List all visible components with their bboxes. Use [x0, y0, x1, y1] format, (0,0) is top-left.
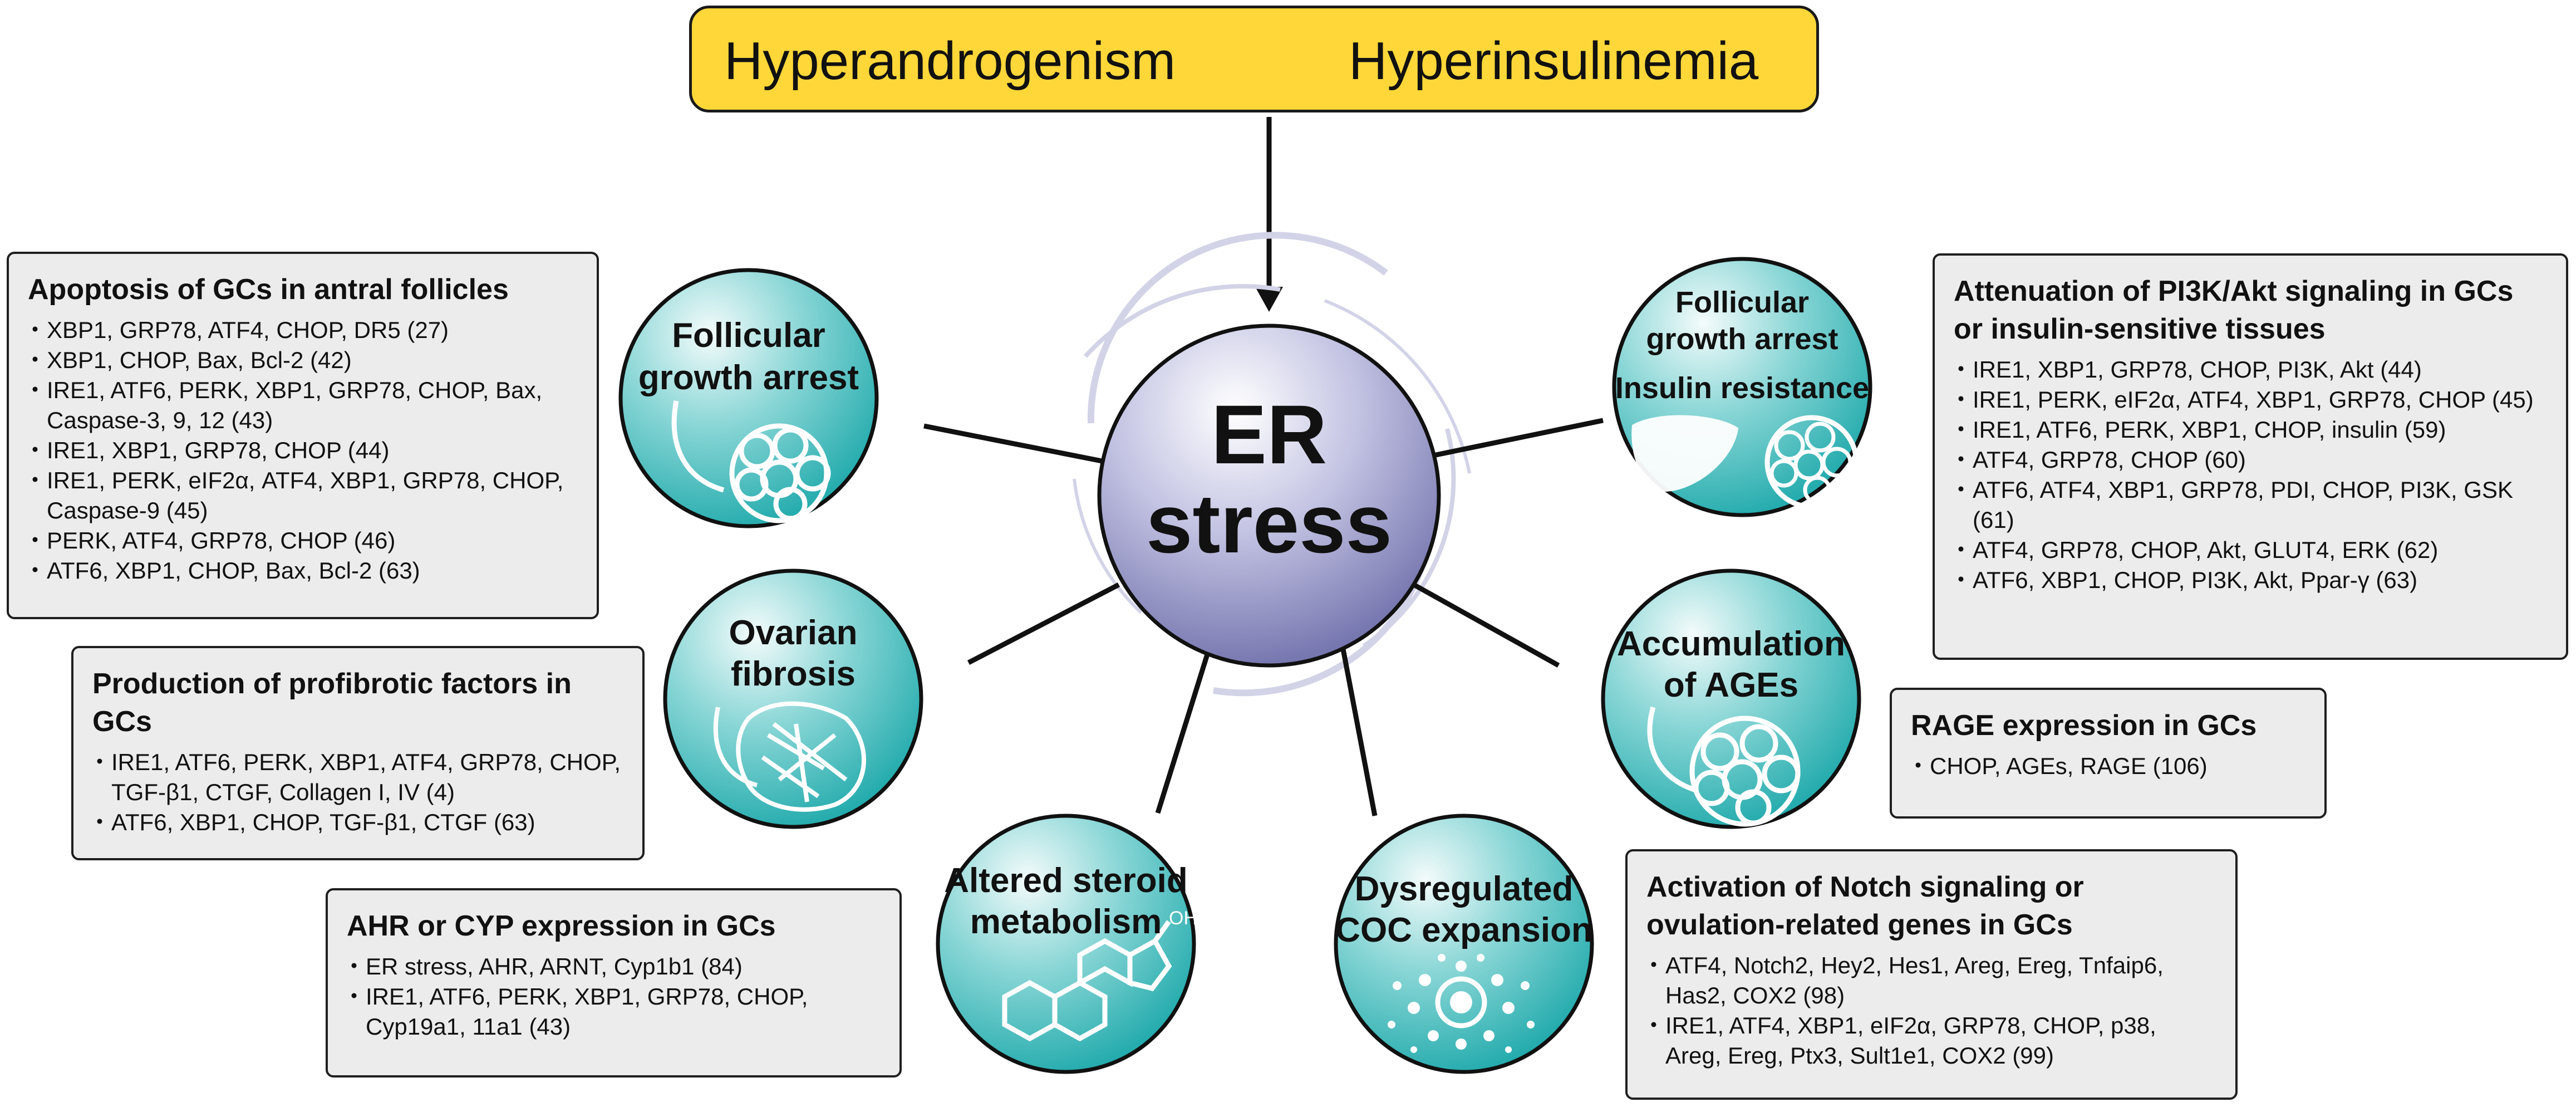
- node-ovarian-fibrosis-circle: [663, 569, 923, 829]
- notch-box: Activation of Notch signaling or ovulati…: [1625, 849, 2238, 1100]
- node-metabolism-text: metabolism: [970, 903, 1162, 941]
- list-item: IRE1, XBP1, GRP78, CHOP, PI3K, Akt (44): [1949, 355, 2547, 385]
- list-item: CHOP, AGEs, RAGE (106): [1906, 751, 2305, 781]
- list-item: ATF4, Notch2, Hey2, Hes1, Areg, Ereg, Tn…: [1642, 951, 2216, 1011]
- node-fibrosis-text: fibrosis: [731, 655, 856, 693]
- list-item: ATF4, GRP78, CHOP, Akt, GLUT4, ERK (62): [1949, 535, 2547, 565]
- node-insulin-resistance-label: Follicular growth arrest Insulin resista…: [1603, 284, 1881, 406]
- node-growth-arrest-text: growth arrest: [1646, 322, 1838, 356]
- pi3k-box: Attenuation of PI3K/Akt signaling in GCs…: [1933, 253, 2568, 660]
- ahr-box: AHR or CYP expression in GCs ER stress, …: [326, 888, 902, 1077]
- rage-box-title: RAGE expression in GCs: [1911, 709, 2257, 742]
- pi3k-box-title: Attenuation of PI3K/Akt signaling in GCs…: [1954, 275, 2514, 345]
- node-follicular-growth-arrest-text: Follicular growth arrest: [638, 316, 859, 397]
- node-dysregulated-text: Dysregulated: [1354, 870, 1574, 908]
- node-altered-steroid-text: Altered steroid: [944, 861, 1188, 900]
- node-altered-steroid-label: Altered steroid metabolism: [927, 860, 1205, 943]
- list-item: IRE1, ATF6, PERK, XBP1, GRP78, CHOP, Cyp…: [342, 982, 881, 1042]
- follicle-icon: [671, 400, 831, 523]
- er-stress-label: ER stress: [1102, 390, 1436, 568]
- rage-box: RAGE expression in GCs CHOP, AGEs, RAGE …: [1890, 688, 2327, 819]
- steroid-structure-icon: [1002, 920, 1172, 1042]
- ahr-list: ER stress, AHR, ARNT, Cyp1b1 (84) IRE1, …: [342, 952, 881, 1042]
- er-stress-line2: stress: [1146, 477, 1393, 570]
- list-item: ATF6, XBP1, CHOP, TGF-β1, CTGF (63): [88, 807, 623, 837]
- banner-to-center-arrow: [1255, 117, 1283, 312]
- notch-box-title: Activation of Notch signaling or ovulati…: [1646, 871, 2084, 941]
- list-item: ATF6, ATF4, XBP1, GRP78, PDI, CHOP, PI3K…: [1949, 475, 2547, 535]
- center-node-circle: [1097, 324, 1441, 668]
- list-item: ATF6, XBP1, CHOP, PI3K, Akt, Ppar-γ (63): [1949, 565, 2547, 595]
- list-item: XBP1, GRP78, ATF4, CHOP, DR5 (27): [23, 315, 578, 345]
- list-item: IRE1, ATF6, PERK, XBP1, GRP78, CHOP, Bax…: [23, 375, 578, 435]
- apoptosis-list: XBP1, GRP78, ATF4, CHOP, DR5 (27) XBP1, …: [23, 315, 578, 586]
- node-coc-expansion-text: COC expansion: [1335, 911, 1592, 949]
- apoptosis-box-title: Apoptosis of GCs in antral follicles: [28, 273, 509, 306]
- list-item: IRE1, PERK, eIF2α, ATF4, XBP1, GRP78, CH…: [23, 466, 578, 526]
- node-dysregulated-coc-circle: [1334, 814, 1594, 1074]
- node-accumulation-ages-label: Accumulation of AGEs: [1592, 624, 1870, 706]
- list-item: PERK, ATF4, GRP78, CHOP (46): [23, 526, 578, 556]
- pi3k-list: IRE1, XBP1, GRP78, CHOP, PI3K, Akt (44) …: [1949, 355, 2547, 595]
- list-item: IRE1, ATF6, PERK, XBP1, CHOP, insulin (5…: [1949, 415, 2547, 445]
- liver-follicle-icon: [1631, 415, 1859, 510]
- list-item: IRE1, PERK, eIF2α, ATF4, XBP1, GRP78, CH…: [1949, 385, 2547, 415]
- node-dysregulated-coc-label: Dysregulated COC expansion: [1325, 869, 1603, 951]
- ahr-box-title: AHR or CYP expression in GCs: [347, 910, 776, 942]
- rage-list: CHOP, AGEs, RAGE (106): [1906, 751, 2305, 781]
- coc-expansion-icon: [1388, 954, 1535, 1053]
- connector-lines: [923, 418, 1604, 816]
- hyperandrogenism-label: Hyperandrogenism: [724, 31, 1176, 91]
- node-of-ages-text: of AGEs: [1663, 666, 1799, 704]
- list-item: IRE1, ATF4, XBP1, eIF2α, GRP78, CHOP, p3…: [1642, 1011, 2216, 1071]
- node-follicular-text: Follicular: [1675, 286, 1810, 319]
- node-accumulation-text: Accumulation: [1617, 625, 1845, 663]
- fibrotic-follicle-icon: [713, 701, 866, 812]
- node-ovarian-text: Ovarian: [729, 614, 858, 652]
- node-follicular-growth-arrest-label: Follicular growth arrest: [637, 315, 860, 399]
- node-ovarian-fibrosis-label: Ovarian fibrosis: [682, 613, 904, 695]
- node-altered-steroid-circle: [936, 814, 1196, 1074]
- list-item: IRE1, ATF6, PERK, XBP1, ATF4, GRP78, CHO…: [88, 747, 623, 807]
- list-item: ATF6, XBP1, CHOP, Bax, Bcl-2 (63): [23, 556, 578, 586]
- ages-follicle-icon: [1647, 706, 1801, 827]
- profibrotic-list: IRE1, ATF6, PERK, XBP1, ATF4, GRP78, CHO…: [88, 747, 623, 837]
- profibrotic-box-title: Production of profibrotic factors in GCs: [92, 668, 572, 738]
- node-insulin-resistance-text: Insulin resistance: [1615, 371, 1870, 405]
- er-stress-line1: ER: [1211, 388, 1328, 481]
- list-item: ATF4, GRP78, CHOP (60): [1949, 445, 2547, 475]
- list-item: XBP1, CHOP, Bax, Bcl-2 (42): [23, 345, 578, 375]
- profibrotic-box: Production of profibrotic factors in GCs…: [71, 646, 645, 860]
- list-item: ER stress, AHR, ARNT, Cyp1b1 (84): [342, 952, 881, 982]
- top-banner: Hyperandrogenism Hyperinsulinemia: [689, 6, 1819, 112]
- steroid-oh-label: OH: [1169, 908, 1197, 929]
- hyperinsulinemia-label: Hyperinsulinemia: [1349, 31, 1759, 91]
- list-item: IRE1, XBP1, GRP78, CHOP (44): [23, 435, 578, 466]
- notch-list: ATF4, Notch2, Hey2, Hes1, Areg, Ereg, Tn…: [1642, 951, 2216, 1071]
- apoptosis-box: Apoptosis of GCs in antral follicles XBP…: [7, 252, 599, 619]
